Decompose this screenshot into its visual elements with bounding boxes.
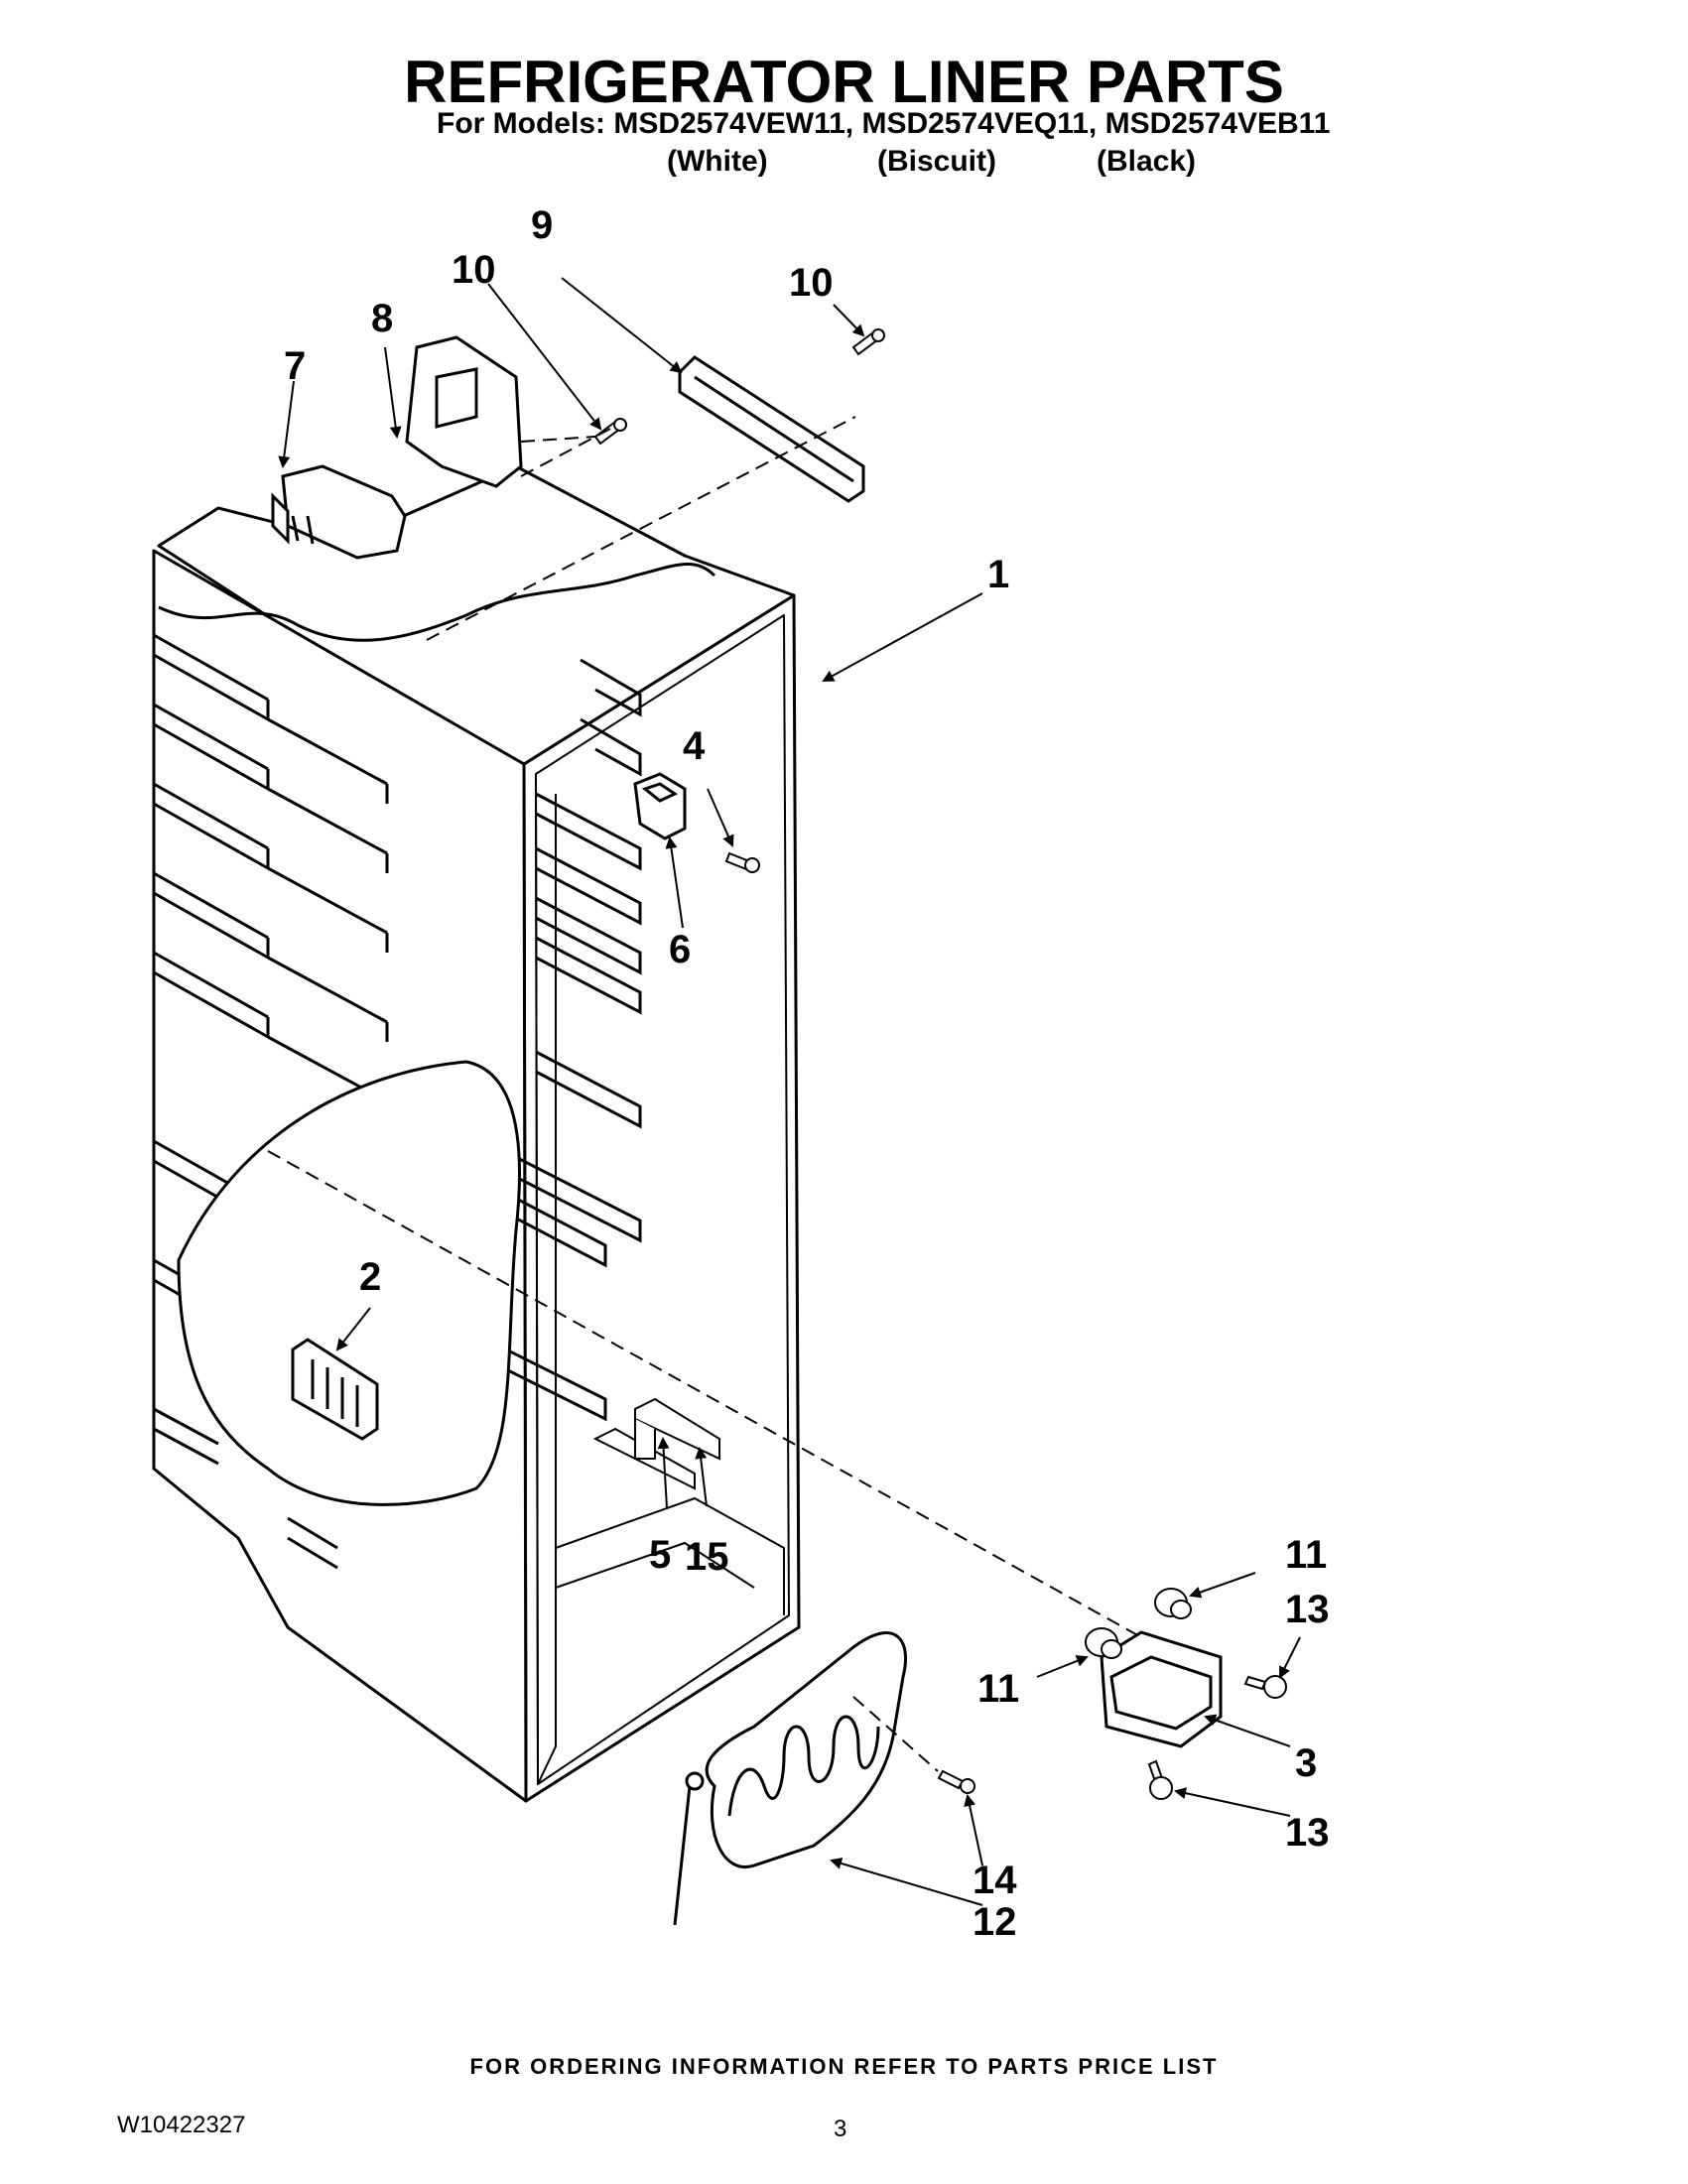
callouts: 1 2 3 4 5 6 7 8 9 10 10 11 11 12 13 13 1… [284, 203, 1330, 1944]
part-2-vent [291, 1338, 379, 1441]
pin-13-lower [1147, 1759, 1173, 1800]
callout-6: 6 [669, 928, 691, 971]
callout-5: 5 [649, 1533, 671, 1577]
callout-3: 3 [1295, 1741, 1317, 1785]
pin-13-upper [1243, 1675, 1287, 1699]
page-title: REFRIGERATOR LINER PARTS [404, 49, 1284, 115]
part-5-15-brackets [592, 1397, 720, 1490]
color-black-label: (Black) [1097, 145, 1197, 178]
part-6-bracket [633, 772, 687, 840]
color-biscuit-label: (Biscuit) [877, 145, 996, 178]
screw-10-left [593, 418, 627, 446]
callout-4: 4 [683, 724, 706, 768]
screw-10-right [851, 328, 885, 356]
part-3-housing [1100, 1630, 1223, 1748]
callout-15: 15 [685, 1535, 729, 1579]
ordering-footer: FOR ORDERING INFORMATION REFER TO PARTS … [469, 2054, 1219, 2079]
document-number: W10422327 [117, 2112, 246, 2138]
screw-4 [724, 851, 760, 873]
part-9-strip [678, 355, 865, 503]
page-number: 3 [834, 2116, 847, 2142]
color-white-label: (White) [667, 145, 768, 178]
callout-10-left: 10 [452, 248, 496, 292]
callout-7: 7 [284, 344, 306, 388]
callout-9: 9 [531, 203, 553, 247]
callout-13-lower: 13 [1285, 1811, 1330, 1855]
callout-1: 1 [987, 553, 1009, 596]
callout-13-upper: 13 [1285, 1588, 1330, 1631]
clip-11-lower [1085, 1627, 1122, 1659]
callout-2: 2 [359, 1255, 381, 1299]
part-12-heater [673, 1631, 908, 1926]
part-8-bracket [405, 335, 523, 488]
callout-14: 14 [973, 1859, 1017, 1902]
part-7-module [271, 464, 407, 560]
models-line: For Models: MSD2574VEW11, MSD2574VEQ11, … [437, 107, 1331, 140]
cutaway-lines [158, 562, 716, 1506]
callout-10-right: 10 [789, 261, 834, 305]
screw-14 [937, 1769, 975, 1794]
clip-11-upper [1154, 1588, 1192, 1619]
callout-12: 12 [973, 1900, 1017, 1944]
leader-arrows [278, 277, 1301, 1906]
callout-8: 8 [371, 297, 393, 340]
alignment-lines [267, 416, 1142, 1772]
callout-11-upper: 11 [1285, 1533, 1327, 1577]
callout-11-lower: 11 [977, 1667, 1019, 1711]
